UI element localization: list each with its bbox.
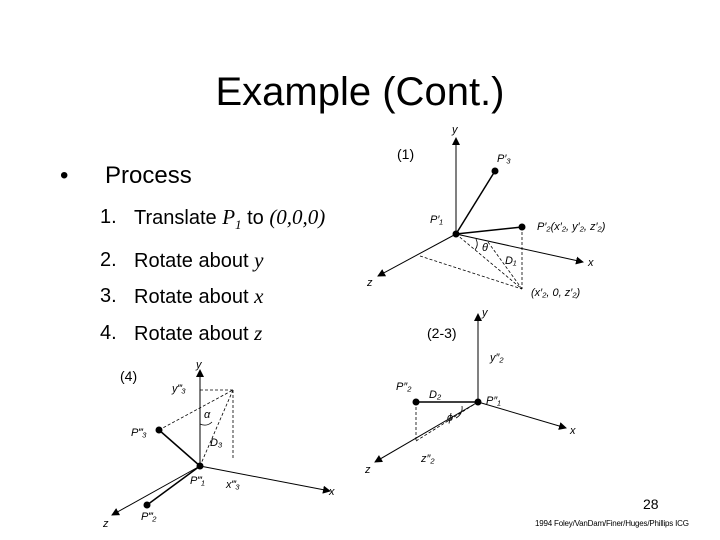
x-axis xyxy=(199,465,331,494)
step-number: 1. xyxy=(100,206,117,228)
step-rotate-z: 4. Rotate about z xyxy=(100,316,325,353)
label-y: y xyxy=(451,124,459,136)
label-p1: P‴₁ xyxy=(190,475,205,487)
label-x: x xyxy=(587,257,594,269)
label-p2: P′₂(x′₂, y′₂, z′₂) xyxy=(537,221,606,233)
point-p1 xyxy=(452,230,460,238)
theta-arc xyxy=(474,238,478,251)
label-phi: ϕ xyxy=(447,412,453,424)
bullet-process: Process xyxy=(105,162,192,189)
label-x: x xyxy=(569,425,576,437)
dashed-zline xyxy=(419,255,523,290)
label-y: y xyxy=(195,359,203,371)
z-axis xyxy=(374,401,479,463)
label-p2: P″₂ xyxy=(396,381,412,393)
credit-text: 1994 Foley/VanDam/Finer/Huges/Phillips I… xyxy=(535,519,689,528)
dashed-proj xyxy=(455,233,523,290)
slide-title: Example (Cont.) xyxy=(215,70,505,114)
step-rotate-x: 3. Rotate about x xyxy=(100,279,325,316)
segment-p1-p3 xyxy=(158,429,201,467)
segment-p1-p2 xyxy=(146,465,201,506)
z-axis xyxy=(377,233,457,277)
point-p2 xyxy=(518,223,526,231)
label-y: y xyxy=(481,307,489,319)
diagram4-label: (4) xyxy=(120,368,138,384)
point-p1 xyxy=(474,398,482,406)
label-y2: y″₂ xyxy=(489,352,504,364)
label-p1: P′₁ xyxy=(430,214,443,226)
label-proj: (x′₂, 0, z′₂) xyxy=(531,287,581,299)
dashed-p3 xyxy=(158,389,234,431)
point-p1 xyxy=(196,462,204,470)
step-number: 2. xyxy=(100,248,117,271)
label-z: z xyxy=(364,464,371,476)
label-y3: y‴₃ xyxy=(171,383,186,395)
label-x3: x‴₃ xyxy=(225,479,240,491)
bullet-glyph: • xyxy=(60,162,69,189)
step-number: 4. xyxy=(100,321,117,344)
step-text: Translate P1 to (0,0,0) xyxy=(134,205,326,233)
label-z: z xyxy=(102,518,109,530)
segment-p1-p3 xyxy=(455,170,496,235)
diagram1-label: (1) xyxy=(397,146,415,162)
label-p1: P″₁ xyxy=(486,395,501,407)
diagram-1: y x z P′₃ P′₁ P′₂(x′₂, y′₂, z′₂) θ D₁ (x… xyxy=(366,124,606,299)
point-p3 xyxy=(491,167,499,175)
z-axis xyxy=(111,465,201,516)
label-d3: D₃ xyxy=(210,437,223,449)
dashed-zline xyxy=(415,401,479,442)
diagram23-label: (2-3) xyxy=(427,325,457,341)
label-p2: P‴₂ xyxy=(141,511,157,523)
point-p3 xyxy=(155,426,163,434)
x-axis xyxy=(477,401,567,430)
step-rotate-y: 2. Rotate about y xyxy=(100,243,325,280)
diagram-4: y x z y‴₃ α P‴₃ D₃ P‴₁ x‴₃ P‴₂ xyxy=(102,359,335,530)
x-axis xyxy=(455,233,584,265)
label-theta: θ xyxy=(482,242,488,254)
point-p2 xyxy=(143,501,151,509)
label-d2: D₂ xyxy=(429,389,442,401)
step-text: Rotate about x xyxy=(134,284,264,309)
label-d1: D₁ xyxy=(505,255,517,267)
diagram-2-3: y x z y″₂ P″₂ D₂ P″₁ ϕ z″₂ xyxy=(364,307,576,476)
step-text: Rotate about y xyxy=(134,247,264,272)
label-p3: P′₃ xyxy=(497,153,511,165)
phi-arc xyxy=(455,405,463,419)
label-alpha: α xyxy=(204,409,211,421)
step-number: 3. xyxy=(100,285,117,308)
step-translate: 1. Translate P1 to (0,0,0) xyxy=(100,200,325,243)
label-p3: P‴₃ xyxy=(131,427,147,439)
step-text: Rotate about z xyxy=(134,320,263,345)
label-z: z xyxy=(366,277,373,289)
dashed-diag xyxy=(199,389,234,467)
label-z2: z″₂ xyxy=(420,453,435,465)
segment-p1-p2 xyxy=(455,226,523,235)
process-steps: 1. Translate P1 to (0,0,0) 2. Rotate abo… xyxy=(100,200,325,352)
alpha-arc xyxy=(199,421,213,426)
page-number: 28 xyxy=(643,496,659,512)
label-x: x xyxy=(328,486,335,498)
point-p2 xyxy=(412,398,420,406)
